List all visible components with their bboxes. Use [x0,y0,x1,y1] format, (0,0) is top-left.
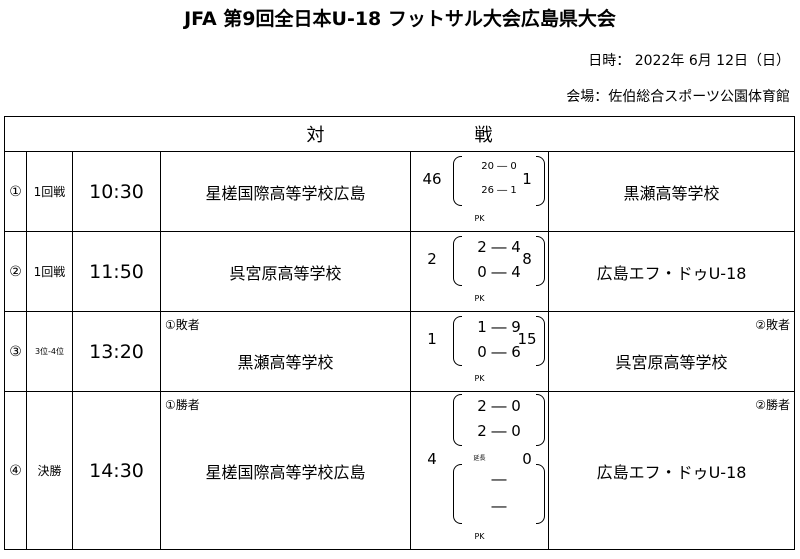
pk-label: PK [474,294,485,303]
score-right: 0 [522,450,532,468]
pk-label: PK [474,374,485,383]
match-row: ④ 決勝 14:30 ①勝者 星槎国際高等学校広島 4 0 2 ― 0 2 ― … [4,391,796,550]
header-char-2: 戦 [474,125,493,146]
match-time: 14:30 [72,391,161,550]
score-left: 2 [427,250,437,268]
date-line: 日時： 2022年 6月 12日（日） [588,53,790,69]
team-left: 呉宮原高等学校 [160,231,411,312]
score-left: 46 [422,170,442,188]
match-round: 決勝 [26,391,73,550]
schedule-table: 対戦 ① 1回戦 10:30 星槎国際高等学校広島 46 1 20 ― 0 26… [3,116,796,550]
extra-time-label: 延長 [473,455,486,462]
team-right-cell: ②敗者 呉宮原高等学校 [547,311,796,392]
team-right: 広島エフ・ドゥU-18 [596,462,747,482]
score-right: 8 [522,250,532,268]
match-time: 10:30 [72,151,161,232]
match-number: ① [4,151,27,232]
score-right: 1 [522,170,532,188]
half-score-2: 0 ― 4 [477,263,521,281]
extra-score-2: ― [491,497,507,515]
match-row: ② 1回戦 11:50 呉宮原高等学校 2 8 2 ― 4 0 ― 4 PK 広… [4,231,796,312]
match-round: 3位-4位 [26,311,73,392]
half-score-bracket: 2 ― 0 2 ― 0 [453,394,545,446]
half-score-2: 0 ― 6 [477,343,521,361]
match-round: 1回戦 [26,151,73,232]
half-score-2: 2 ― 0 [477,422,521,440]
score-cell: 4 0 2 ― 0 2 ― 0 延長 ― ― PK [410,391,549,550]
half-score-bracket: 20 ― 0 26 ― 1 [453,156,545,206]
half-score-1: 1 ― 9 [477,318,521,336]
team-right: 広島エフ・ドゥU-18 [547,231,796,312]
pk-label: PK [474,214,485,223]
half-score-1: 2 ― 4 [477,238,521,256]
right-qualifier-note: ②勝者 [755,398,791,412]
half-score-bracket: 2 ― 4 0 ― 4 [453,236,545,286]
half-score-1: 20 ― 0 [481,161,517,172]
venue-line: 会場：佐伯総合スポーツ公園体育館 [566,89,790,105]
extra-score-1: ― [491,470,507,488]
team-left: 星槎国際高等学校広島 [205,462,366,482]
right-qualifier-note: ②敗者 [755,318,791,332]
match-time: 11:50 [72,231,161,312]
score-left: 1 [427,330,437,348]
page-title: JFA 第9回全日本U-18 フットサル大会広島県大会 [184,8,616,30]
team-right-cell: ②勝者 広島エフ・ドゥU-18 [547,391,796,550]
half-score-bracket: 1 ― 9 0 ― 6 [453,316,545,366]
match-time: 13:20 [72,311,161,392]
team-right: 黒瀬高等学校 [547,151,796,232]
match-number: ③ [4,311,27,392]
team-left: 黒瀬高等学校 [237,352,334,372]
score-left: 4 [427,450,437,468]
header-char-1: 対 [306,125,325,146]
team-left: 星槎国際高等学校広島 [160,151,411,232]
match-row: ③ 3位-4位 13:20 ①敗者 黒瀬高等学校 1 15 1 ― 9 0 ― … [4,311,796,392]
pk-label: PK [474,532,485,541]
team-left-cell: ①勝者 星槎国際高等学校広島 [160,391,411,550]
score-cell: 2 8 2 ― 4 0 ― 4 PK [410,231,549,312]
team-left-cell: ①敗者 黒瀬高等学校 [160,311,411,392]
left-qualifier-note: ①勝者 [165,398,200,412]
match-number: ④ [4,391,27,550]
left-qualifier-note: ①敗者 [165,318,200,332]
score-right: 15 [517,330,537,348]
score-cell: 1 15 1 ― 9 0 ― 6 PK [410,311,549,392]
match-round: 1回戦 [26,231,73,312]
team-right: 呉宮原高等学校 [615,352,728,372]
score-cell: 46 1 20 ― 0 26 ― 1 PK [410,151,549,232]
extra-score-bracket: ― ― [453,464,545,524]
match-number: ② [4,231,27,312]
half-score-1: 2 ― 0 [477,397,521,415]
match-row: ① 1回戦 10:30 星槎国際高等学校広島 46 1 20 ― 0 26 ― … [4,151,796,232]
half-score-2: 26 ― 1 [481,185,517,196]
table-header-row: 対戦 [3,116,796,152]
table-header: 対戦 [3,116,796,152]
